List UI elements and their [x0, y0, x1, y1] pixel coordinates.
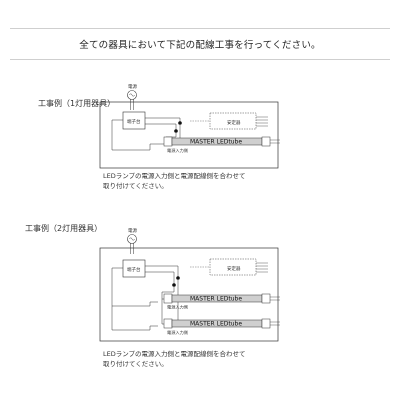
- connector-dot: [172, 283, 176, 287]
- power-source-icon: [127, 234, 137, 244]
- caption-line: 取り付けてください。: [103, 182, 168, 190]
- example-1-title: 工事例（1灯用器具）: [38, 99, 116, 108]
- connector-dot: [178, 121, 182, 125]
- terminal-label: 端子台: [127, 118, 141, 125]
- transformer-label: 安定器: [227, 119, 241, 126]
- tube-endcap: [163, 318, 173, 329]
- wiring-diagram-1-lamp: 電源 端子台 安定器 MASTER LEDtube 電源入力側: [99, 83, 280, 169]
- tube-label: MASTER LEDtube: [190, 139, 242, 146]
- power-input-side-label: 電源入力側: [167, 147, 188, 154]
- connector-dot: [174, 129, 178, 133]
- transformer-label: 安定器: [227, 265, 241, 272]
- tube-label: MASTER LEDtube: [190, 321, 242, 328]
- power-source-icon: [127, 90, 137, 100]
- example-2-title: 工事例（2灯用器具）: [25, 224, 103, 233]
- tube-endcap: [261, 136, 271, 147]
- caption-line: 取り付けてください。: [103, 360, 168, 368]
- transformer-box: [209, 112, 257, 130]
- terminal-block: [122, 259, 146, 278]
- tube-endcap: [163, 136, 173, 147]
- tube-endcap: [163, 293, 173, 304]
- wiring-diagram-2-lamp: 電源 端子台 安定器 MASTER LEDtube 電源入力側 MASTER L…: [99, 227, 280, 342]
- power-input-side-label: 電源入力側: [167, 329, 188, 336]
- fixture-outline: [99, 247, 279, 342]
- power-label: 電源: [128, 227, 137, 234]
- power-label: 電源: [128, 83, 137, 90]
- connector-dot: [176, 276, 180, 280]
- caption-1: LEDランプの電源入力側と電源配線側を合わせて 取り付けてください。: [103, 171, 323, 191]
- page-title: 全ての器具において下記の配線工事を行ってください。: [79, 40, 321, 51]
- tube-endcap: [261, 293, 271, 304]
- power-input-side-label: 電源入力側: [167, 304, 188, 311]
- caption-line: LEDランプの電源入力側と電源配線側を合わせて: [103, 172, 246, 180]
- tube-endcap: [261, 318, 271, 329]
- header-banner: 全ての器具において下記の配線工事を行ってください。: [10, 28, 390, 60]
- caption-line: LEDランプの電源入力側と電源配線側を合わせて: [103, 350, 246, 358]
- caption-2: LEDランプの電源入力側と電源配線側を合わせて 取り付けてください。: [103, 349, 323, 369]
- terminal-label: 端子台: [127, 266, 141, 273]
- tube-label: MASTER LEDtube: [190, 296, 242, 303]
- terminal-block: [122, 111, 146, 130]
- transformer-box: [209, 258, 257, 276]
- fixture-outline: [99, 101, 279, 169]
